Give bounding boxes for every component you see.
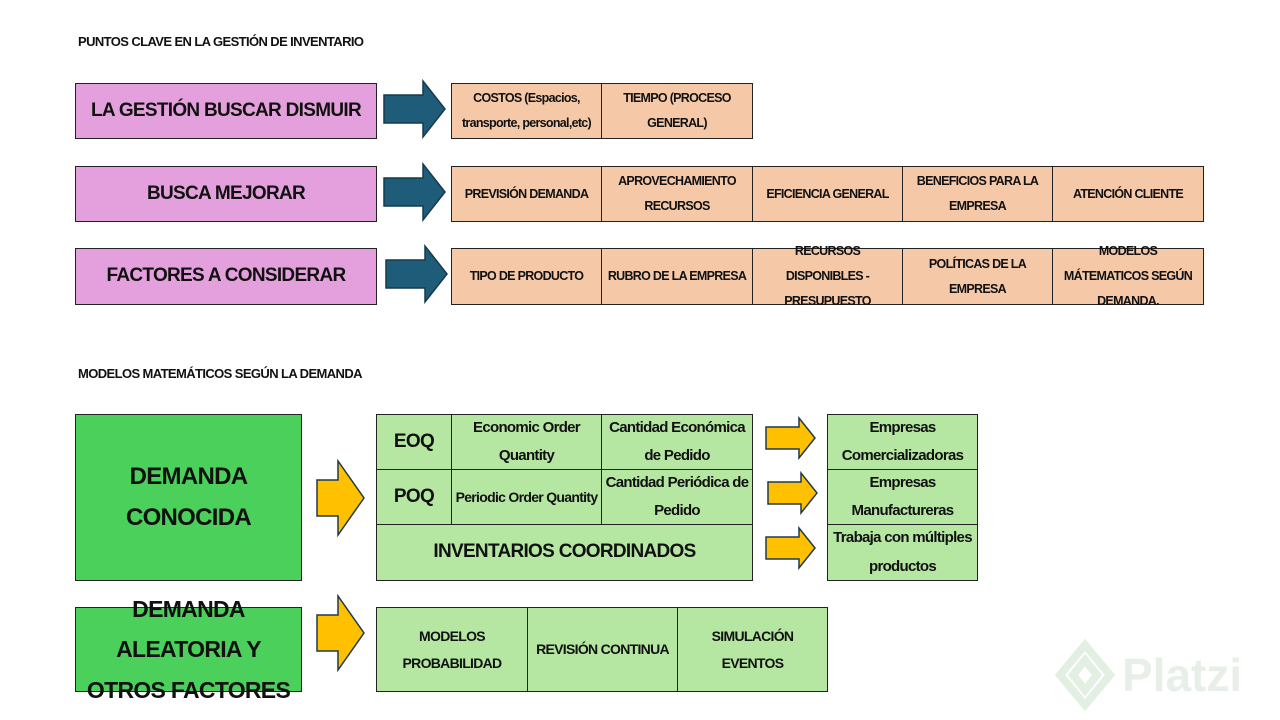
eoq-name: Economic Order Quantity (451, 414, 602, 470)
yellow-arrow-icon (765, 415, 816, 461)
row-label-disminuir: LA GESTIÓN BUSCAR DISMUIR (75, 83, 377, 139)
poq-name: Periodic Order Quantity (451, 469, 602, 525)
item-revision-continua: REVISIÓN CONTINUA (527, 607, 678, 692)
section2-title: MODELOS MATEMÁTICOS SEGÚN LA DEMANDA (78, 366, 363, 381)
inventarios-coordinados: INVENTARIOS COORDINADOS (376, 524, 753, 581)
item-simulacion-eventos: SIMULACIÓN EVENTOS (677, 607, 828, 692)
section1-title: PUNTOS CLAVE EN LA GESTIÓN DE INVENTARIO (78, 34, 364, 49)
item-beneficios: BENEFICIOS PARA LA EMPRESA (902, 166, 1053, 222)
item-recursos: RECURSOS DISPONIBLES - PRESUPUESTO (752, 244, 903, 308)
eoq-spanish: Cantidad Económica de Pedido (601, 414, 753, 470)
row-label-factores: FACTORES A CONSIDERAR (75, 248, 377, 305)
item-rubro: RUBRO DE LA EMPRESA (601, 248, 753, 305)
platzi-logo-icon (1054, 638, 1116, 712)
blue-arrow-icon (385, 243, 448, 305)
item-aprovechamiento: APROVECHAMIENTO RECURSOS (601, 166, 753, 222)
yellow-arrow-icon (316, 593, 365, 673)
yellow-arrow-icon (316, 458, 365, 538)
item-modelos-probabilidad: MODELOS PROBABILIDAD (376, 607, 528, 692)
item-modelos: MODELOS MÁTEMATICOS SEGÚN DEMANDA. (1052, 244, 1204, 308)
item-costos: COSTOS (Espacios, transporte, personal,e… (451, 83, 602, 139)
item-atencion: ATENCIÓN CLIENTE (1052, 166, 1204, 222)
yellow-arrow-icon (765, 525, 816, 571)
blue-arrow-icon (383, 161, 446, 223)
demanda-conocida: DEMANDA CONOCIDA (75, 414, 302, 581)
poq-spanish: Cantidad Periódica de Pedido (601, 469, 753, 525)
blue-arrow-icon (383, 78, 446, 140)
item-politicas: POLÍTICAS DE LA EMPRESA (902, 248, 1053, 305)
eoq-code: EOQ (376, 414, 452, 470)
item-eficiencia: EFICIENCIA GENERAL (752, 166, 903, 222)
poq-code: POQ (376, 469, 452, 525)
row-label-mejorar: BUSCA MEJORAR (75, 166, 377, 222)
platzi-watermark: Platzi (1122, 649, 1243, 701)
result-comercializadoras: Empresas Comercializadoras (827, 414, 978, 470)
item-tipo-producto: TIPO DE PRODUCTO (451, 248, 602, 305)
demanda-aleatoria: DEMANDA ALEATORIA Y OTROS FACTORES (75, 596, 302, 703)
item-prevision: PREVISIÓN DEMANDA (451, 166, 602, 222)
item-tiempo: TIEMPO (PROCESO GENERAL) (601, 83, 753, 139)
yellow-arrow-icon (767, 470, 818, 516)
result-manufactureras: Empresas Manufactureras (827, 469, 978, 525)
result-multiples-productos: Trabaja con múltiples productos (827, 524, 978, 581)
